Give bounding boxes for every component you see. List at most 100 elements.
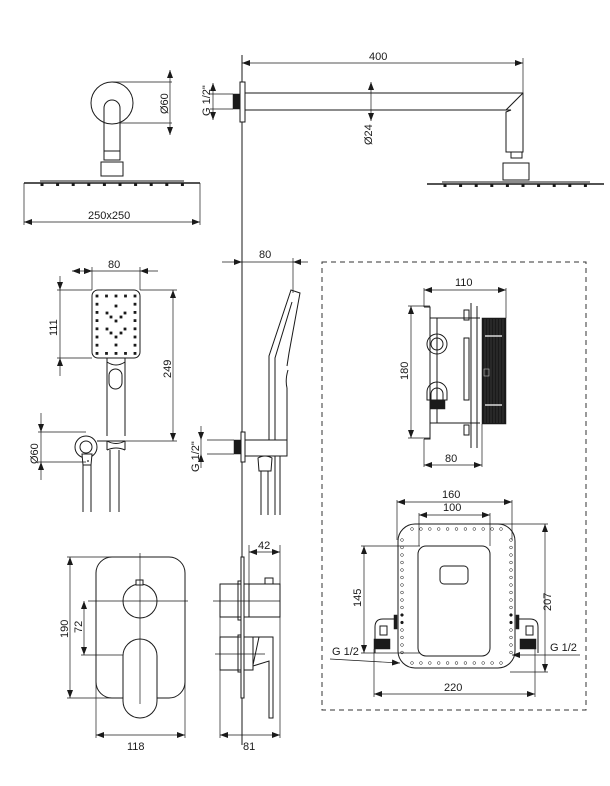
- nozzle-icon: [568, 184, 572, 187]
- nozzle-icon: [537, 184, 541, 187]
- mounting-hole-icon: [490, 661, 494, 665]
- dim-mixer-total-depth: 81: [243, 741, 255, 753]
- spray-nozzle-icon: [114, 304, 118, 308]
- mounting-hole-icon: [499, 661, 503, 665]
- concealed-box-front-view: 160 100 145 207 220 G 1/2 G 1/2: [329, 489, 580, 697]
- mounting-hole-icon: [437, 661, 441, 665]
- spray-nozzle-icon: [109, 315, 113, 319]
- wall-flange: [90, 81, 134, 125]
- dim-box-outer-width: 160: [442, 489, 460, 501]
- hand-shower-profile: [268, 289, 301, 440]
- mounting-hole-icon: [400, 643, 404, 647]
- wall-outlet-body: [244, 439, 288, 457]
- arm-thread: [232, 93, 241, 110]
- mounting-hole-icon: [400, 650, 404, 655]
- spray-nozzle-icon: [114, 352, 118, 355]
- dim-box-depth-min: 80: [445, 453, 457, 465]
- dim-arm-length: 400: [369, 51, 387, 63]
- mounting-hole-icon: [419, 661, 423, 665]
- mounting-hole-icon: [454, 527, 459, 531]
- box-right-connection: [519, 638, 537, 650]
- mounting-hole-icon: [509, 553, 513, 557]
- mounting-hole-icon: [509, 560, 513, 565]
- mixer-plate-front-view: 190 72 118: [59, 553, 188, 753]
- nozzle-icon: [459, 184, 463, 187]
- arm-end: [103, 99, 121, 155]
- dim-plate-width: 118: [127, 741, 145, 753]
- mounting-hole-icon: [400, 635, 404, 640]
- mounting-hole-icon: [428, 527, 432, 531]
- box-wall-plate: [424, 306, 431, 440]
- spray-nozzle-icon: [114, 343, 118, 347]
- spray-nozzle-icon: [119, 331, 123, 335]
- spray-nozzle-icon: [105, 294, 108, 298]
- spray-nozzle-icon: [114, 294, 118, 298]
- concealed-box-side-view: 110 180 80: [399, 277, 507, 468]
- mounting-hole-icon: [400, 560, 404, 565]
- nozzle-icon: [583, 184, 587, 187]
- mounting-hole-icon: [400, 613, 404, 617]
- dim-box-depth-total: 110: [455, 277, 473, 289]
- concealed-box-frame: [321, 261, 587, 711]
- spray-nozzle-icon: [133, 302, 137, 306]
- mixer-plate-side-view: 42 81: [213, 540, 281, 753]
- nozzle-icon: [521, 184, 525, 187]
- mounting-hole-icon: [509, 545, 513, 550]
- spray-nozzle-icon: [114, 335, 118, 339]
- spray-nozzle-icon: [109, 331, 113, 335]
- nozzle-icon: [102, 183, 106, 186]
- wall-outlet-flange: [240, 431, 246, 463]
- mounting-hole-icon: [419, 527, 423, 531]
- nozzle-icon: [474, 184, 478, 187]
- arm-head-connector: [502, 162, 530, 181]
- hand-shower-head: [91, 289, 141, 359]
- mounting-hole-icon: [509, 643, 513, 647]
- mounting-hole-icon: [400, 538, 404, 542]
- head-connector: [100, 161, 124, 177]
- dim-box-outer-height: 207: [542, 593, 554, 611]
- mounting-hole-icon: [400, 590, 404, 595]
- spray-nozzle-icon: [114, 319, 118, 323]
- nozzle-icon: [134, 183, 138, 186]
- mounting-hole-icon: [509, 598, 513, 602]
- mounting-hole-icon: [400, 605, 404, 610]
- mounting-hole-icon: [428, 661, 432, 665]
- mounting-hole-icon: [437, 527, 441, 531]
- mounting-hole-icon: [410, 527, 414, 531]
- mounting-hole-icon: [472, 661, 476, 665]
- dim-plate-height: 190: [59, 620, 71, 638]
- spray-nozzle-icon: [95, 294, 99, 298]
- dim-holder-diameter: Ø60: [29, 443, 41, 464]
- dim-arm-thread: G 1/2": [201, 85, 213, 116]
- hand-shower-button: [108, 368, 123, 390]
- dim-flange-diameter: Ø60: [159, 93, 171, 114]
- head-shower-front-view: Ø60 250x250: [23, 70, 201, 225]
- spray-nozzle-icon: [133, 311, 137, 314]
- spray-nozzle-icon: [133, 335, 137, 339]
- mounting-hole-icon: [445, 527, 450, 531]
- nozzle-icon: [490, 184, 494, 187]
- nozzle-icon: [165, 183, 169, 186]
- hand-shower-side-view: 80 G 1/2": [190, 249, 308, 515]
- spray-nozzle-icon: [133, 343, 137, 347]
- spray-nozzle-icon: [95, 319, 99, 322]
- mounting-hole-icon: [509, 628, 513, 632]
- nozzle-icon: [505, 184, 509, 187]
- spray-nozzle-icon: [123, 311, 127, 315]
- box-outlet-upper: [426, 333, 448, 355]
- mounting-hole-icon: [400, 568, 404, 572]
- mounting-hole-icon: [499, 527, 503, 531]
- spray-nozzle-icon: [95, 311, 99, 314]
- dim-arm-diameter: Ø24: [363, 124, 375, 145]
- dim-box-height: 180: [399, 362, 411, 380]
- mixer-plate-profile: [240, 556, 245, 699]
- dim-outlet-thread: G 1/2": [190, 441, 202, 472]
- dim-hand-width: 80: [108, 259, 120, 271]
- mounting-hole-icon: [410, 661, 414, 665]
- mounting-hole-icon: [400, 575, 404, 580]
- holder-inner-ring: [79, 440, 93, 454]
- lever-base-side: [244, 636, 254, 671]
- nozzle-icon: [180, 183, 184, 186]
- box-label-window: [439, 565, 469, 585]
- nozzle-icon: [71, 183, 75, 186]
